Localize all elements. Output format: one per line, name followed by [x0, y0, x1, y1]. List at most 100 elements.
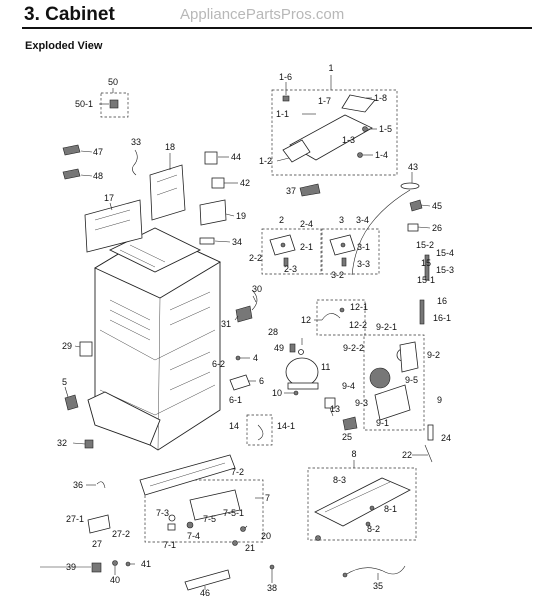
part-42-bracket [211, 177, 225, 189]
callout-1-5: 1-5 [379, 124, 392, 134]
callout-50: 50 [108, 77, 118, 87]
page-header: 3. Cabinet AppliancePartsPros.com [0, 0, 551, 29]
callout-7-5-1: 7-5-1 [223, 508, 244, 518]
callout-31: 31 [221, 319, 231, 329]
callout-12: 12 [301, 315, 311, 325]
callout-42: 42 [240, 178, 250, 188]
callout-10: 10 [272, 388, 282, 398]
part-18-panel [149, 164, 186, 221]
part-1-4-screw [357, 152, 363, 158]
callout-9-2-1: 9-2-1 [376, 322, 397, 332]
callout-9-2: 9-2 [427, 350, 440, 360]
part-37-hinge [299, 183, 321, 197]
group-box-50 [100, 92, 129, 118]
callout-6-1: 6-1 [229, 395, 242, 405]
part-34-fuse [199, 237, 215, 245]
callout-12-1: 12-1 [350, 302, 368, 312]
callout-45: 45 [432, 201, 442, 211]
callout-27: 27 [92, 539, 102, 549]
part-19-board [199, 199, 227, 226]
callout-15-3: 15-3 [436, 265, 454, 275]
part-2-1-hinge [269, 234, 296, 267]
callout-1-3: 1-3 [342, 135, 355, 145]
part-7-3-part [168, 514, 176, 522]
group-box-7 [144, 479, 264, 543]
part-7-2-fan [189, 489, 241, 521]
part-29-panel [79, 341, 93, 357]
callout-28: 28 [268, 327, 278, 337]
callout-26: 26 [432, 223, 442, 233]
callout-46: 46 [200, 588, 210, 598]
callout-9: 9 [437, 395, 442, 405]
callout-7: 7 [265, 493, 270, 503]
part-16-rod [419, 299, 425, 325]
callout-16-1: 16-1 [433, 313, 451, 323]
group-box-12 [316, 299, 366, 336]
part-10-bolt [293, 390, 299, 396]
callout-3-2: 3-2 [331, 270, 344, 280]
part-48-clip [62, 168, 81, 180]
callout-15-2: 15-2 [416, 240, 434, 250]
part-47-clip [62, 144, 81, 156]
callout-1-7: 1-7 [318, 96, 331, 106]
callout-38: 38 [267, 583, 277, 593]
part-8-2-screw [365, 521, 371, 527]
part-38-wire [269, 564, 275, 580]
group-box-2 [261, 228, 322, 275]
callout-27-1: 27-1 [66, 514, 84, 524]
callout-6: 6 [259, 376, 264, 386]
part-17-panel [84, 199, 143, 253]
part-50-1-clip [109, 99, 119, 109]
callout-19: 19 [236, 211, 246, 221]
callout-3: 3 [339, 215, 344, 225]
callout-4: 4 [253, 353, 258, 363]
callout-35: 35 [373, 581, 383, 591]
part-35-harness [342, 565, 406, 578]
callout-1-6: 1-6 [279, 72, 292, 82]
callout-24: 24 [441, 433, 451, 443]
callout-20: 20 [261, 531, 271, 541]
callout-14-1: 14-1 [277, 421, 295, 431]
part-25-clip [342, 416, 358, 431]
callout-1-2: 1-2 [259, 156, 272, 166]
callout-7-4: 7-4 [187, 531, 200, 541]
part-27-bracket [87, 514, 111, 534]
part-24-tube [427, 424, 434, 441]
callout-5: 5 [62, 377, 67, 387]
callout-8-1: 8-1 [384, 504, 397, 514]
callout-7-1: 7-1 [163, 540, 176, 550]
callout-2-3: 2-3 [284, 264, 297, 274]
part-12-sensor [321, 307, 345, 321]
part-36-clip [96, 481, 106, 489]
callout-9-2-2: 9-2-2 [343, 343, 364, 353]
callout-3-4: 3-4 [356, 215, 369, 225]
callout-2-4: 2-4 [300, 219, 313, 229]
part-40-screw [112, 560, 118, 566]
callout-9-1: 9-1 [376, 418, 389, 428]
part-20-screw [240, 526, 246, 532]
callout-1-4: 1-4 [375, 150, 388, 160]
callout-32: 32 [57, 438, 67, 448]
callout-8: 8 [351, 449, 356, 459]
part-21-screw [232, 540, 238, 546]
callout-49: 49 [274, 343, 284, 353]
callout-2-2: 2-2 [249, 253, 262, 263]
part-9-fan-assembly [369, 341, 419, 421]
part-14-wire [257, 424, 264, 441]
callout-36: 36 [73, 480, 83, 490]
header-divider [22, 27, 532, 29]
callout-3-3: 3-3 [357, 259, 370, 269]
callout-6-2: 6-2 [212, 359, 225, 369]
group-box-1 [271, 89, 398, 176]
part-44-bracket [204, 151, 218, 165]
callout-15: 15 [421, 258, 431, 268]
part-32-clip [84, 439, 94, 449]
group-box-9 [363, 334, 425, 431]
callout-1-1: 1-1 [276, 109, 289, 119]
part-5-hinge [64, 394, 79, 411]
callout-9-4: 9-4 [342, 381, 355, 391]
callout-27-2: 27-2 [112, 529, 130, 539]
group-box-8 [307, 467, 417, 541]
callout-33: 33 [131, 137, 141, 147]
